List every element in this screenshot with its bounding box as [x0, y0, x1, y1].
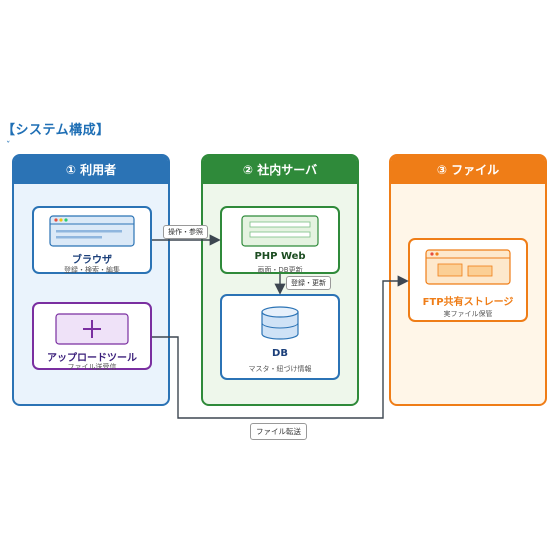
ftp-storage-title: FTP共有ストレージ [422, 297, 514, 308]
upload-tool-card: アップロードツール ファイル送受信 [32, 302, 152, 371]
db-title: DB [272, 348, 288, 359]
database-icon [261, 306, 299, 340]
browser-title: ブラウザ [72, 255, 112, 266]
browser-subtitle: 登録・検索・編集 [64, 266, 120, 274]
column-server-header: ② 社内サーバ [203, 156, 357, 184]
diagram-title: 【システム構成】 [2, 123, 110, 138]
php-web-subtitle: 画面・DB更新 [257, 266, 303, 274]
storage-window-icon [425, 249, 511, 285]
upload-tool-title: アップロードツール [47, 353, 137, 364]
upload-plus-icon [55, 313, 129, 345]
php-web-title: PHP Web [254, 251, 306, 262]
ftp-storage-subtitle: 実ファイル保管 [443, 310, 493, 318]
upload-to-ftp-arrow [152, 275, 409, 419]
ftp-storage-card: FTP共有ストレージ 実ファイル保管 [408, 238, 528, 322]
upload-to-ftp-label: ファイル転送 [250, 423, 307, 440]
column-users-header: ① 利用者 [14, 156, 168, 184]
column-files-header: ③ ファイル [391, 156, 545, 184]
browser-to-php-label: 操作・参照 [163, 225, 208, 239]
upload-tool-subtitle: ファイル送受信 [67, 363, 117, 371]
php-to-db-label: 登録・更新 [286, 276, 331, 290]
web-form-icon [241, 215, 319, 247]
browser-card: ブラウザ 登録・検索・編集 [32, 206, 152, 274]
db-subtitle: マスタ・紐づけ情報 [248, 365, 312, 373]
db-card: DB マスタ・紐づけ情報 [220, 294, 340, 380]
php-web-card: PHP Web 画面・DB更新 [220, 206, 340, 274]
browser-window-icon [49, 215, 135, 247]
title-marker: ˇ [6, 141, 11, 151]
